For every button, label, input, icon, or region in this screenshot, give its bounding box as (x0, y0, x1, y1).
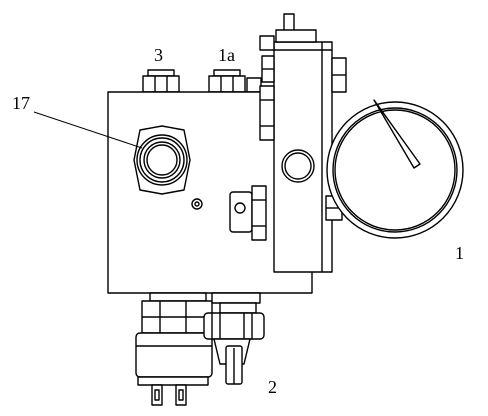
screw-hole (191, 198, 203, 210)
top-fitting-small (246, 77, 262, 93)
hex-port-17 (133, 125, 191, 195)
label-17: 17 (12, 93, 30, 113)
pressure-switch (135, 292, 213, 406)
label-2: 2 (268, 377, 277, 397)
top-fitting-1a (208, 69, 246, 93)
gauge-needle (373, 99, 421, 169)
leader-17 (33, 111, 143, 149)
pressure-gauge (326, 99, 464, 239)
label-1: 1 (455, 243, 464, 263)
manifold-plate (259, 13, 347, 273)
bottom-valve-2 (203, 292, 265, 385)
top-fitting-3 (142, 69, 180, 93)
side-fitting (229, 185, 267, 241)
label-3: 3 (154, 45, 163, 65)
label-1a: 1a (218, 45, 235, 65)
